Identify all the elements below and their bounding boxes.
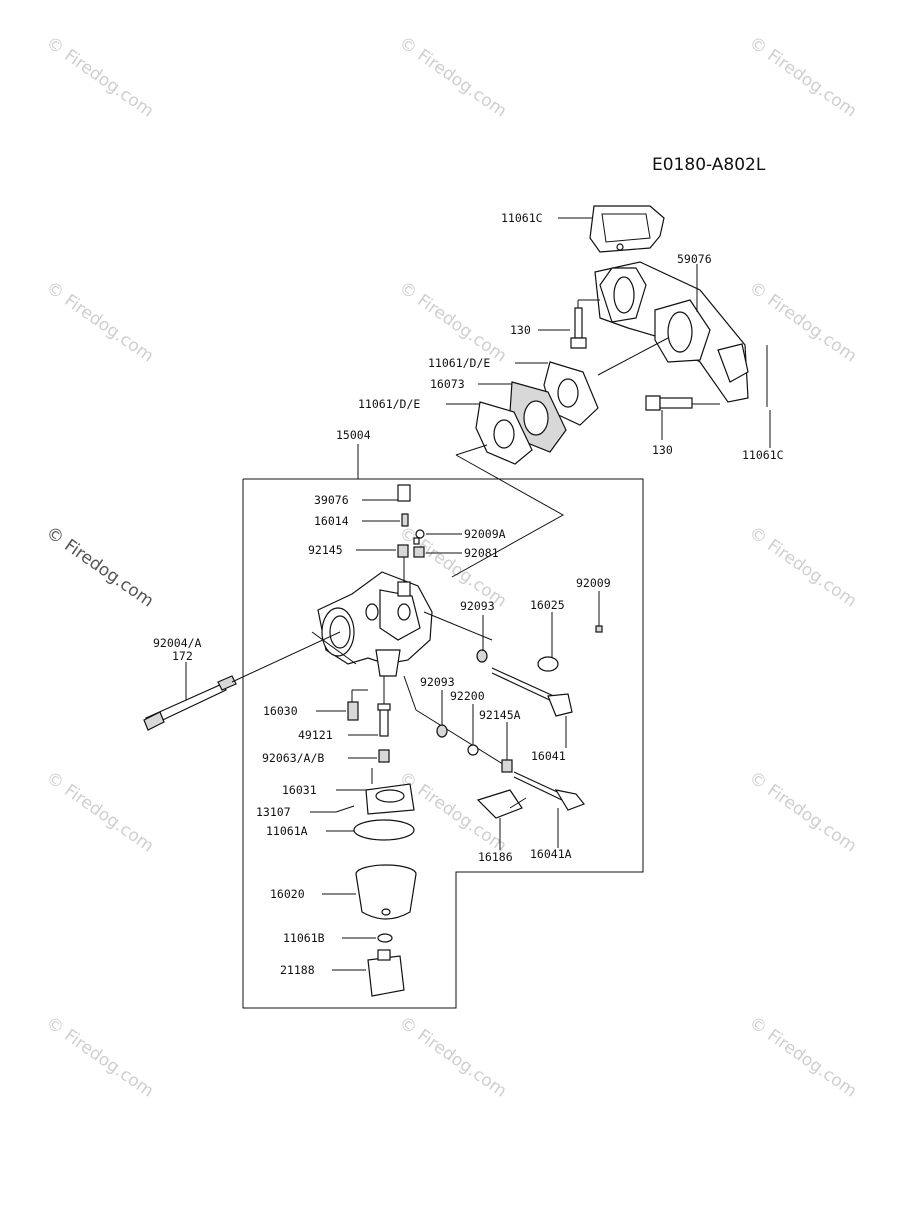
label-16030: 16030 [263,704,298,718]
gasket-11061a [353,819,415,841]
label-130-upper: 130 [510,323,531,337]
label-11061c-top: 11061C [501,211,543,225]
washer-92200 [467,744,479,756]
watermark: © Firedog.com [42,1013,157,1102]
solenoid-21188 [367,949,405,997]
label-130-lower: 130 [652,443,673,457]
label-16014: 16014 [314,514,349,528]
label-39076: 39076 [314,493,349,507]
watermark: © Firedog.com [745,33,860,122]
part-39076 [397,484,411,502]
part-92063ab [378,749,390,763]
watermark: © Firedog.com [42,278,157,367]
watermark: © Firedog.com [745,1013,860,1102]
choke-plate-16186 [476,789,523,819]
watermark: © Firedog.com [42,768,157,857]
diagram-code: E0180-A802L [652,155,766,175]
label-11061de-a: 11061/D/E [428,356,490,370]
label-16073: 16073 [430,377,465,391]
gasket-11061b [377,933,393,943]
label-92009a: 92009A [464,527,506,541]
label-172: 172 [172,649,193,663]
part-92093-a [476,649,488,663]
label-59076: 59076 [677,252,712,266]
label-16041a: 16041A [530,847,572,861]
label-92093-a: 92093 [460,599,495,613]
label-92063ab: 92063/A/B [262,751,324,765]
label-49121: 49121 [298,728,333,742]
spring-92145a [501,759,513,773]
part-16030 [347,701,359,721]
screw-92009 [595,625,603,633]
part-16014 [401,513,409,527]
watermark: © Firedog.com [745,523,860,612]
part-92093-b [436,724,448,738]
label-21188: 21188 [280,963,315,977]
gasket-11061de-b [475,401,533,465]
part-92145 [397,544,409,558]
gasket-11061c-top [589,205,665,253]
watermark-layer: © Firedog.com © Firedog.com © Firedog.co… [42,33,860,1102]
label-16025: 16025 [530,598,565,612]
label-92081: 92081 [464,546,499,560]
label-92145: 92145 [308,543,343,557]
pin-13107 [335,805,355,813]
watermark: © Firedog.com [745,768,860,857]
bolt-130-upper [570,307,587,349]
watermark: © Firedog.com [395,1013,510,1102]
label-16020: 16020 [270,887,305,901]
part-labels: 11061C 59076 130 11061/D/E 16073 11061/D… [153,211,784,977]
label-11061a: 11061A [266,824,308,838]
watermark: © Firedog.com [42,523,157,612]
label-92093-b: 92093 [420,675,455,689]
watermark: © Firedog.com [395,278,510,367]
mixture-screw-172 [143,675,237,731]
label-11061c-right: 11061C [742,448,784,462]
assembly-box-15004 [242,478,644,1009]
part-92081 [413,546,425,558]
intake-manifold-59076 [594,261,749,403]
part-92009a [413,529,425,545]
label-92145a: 92145A [479,708,521,722]
choke-shaft-16041a [513,771,585,811]
throttle-plate-16025 [537,656,559,672]
watermark: © Firedog.com [745,278,860,367]
gasket-11061de-a [543,361,599,426]
label-11061de-b: 11061/D/E [358,397,420,411]
throttle-shaft-16041 [491,667,573,717]
label-11061b: 11061B [283,931,325,945]
label-92004a: 92004/A [153,636,202,650]
label-16186: 16186 [478,850,513,864]
watermark: © Firedog.com [395,33,510,122]
label-16041: 16041 [531,749,566,763]
label-16031: 16031 [282,783,317,797]
watermark: © Firedog.com [42,33,157,122]
label-15004: 15004 [336,428,371,442]
label-13107: 13107 [256,805,291,819]
label-92009: 92009 [576,576,611,590]
label-92200: 92200 [450,689,485,703]
part-49121 [377,703,391,737]
float-bowl-16020 [355,864,417,920]
bolt-130-lower [645,395,693,411]
float-16031 [365,783,415,815]
carburetor-body [317,571,433,677]
